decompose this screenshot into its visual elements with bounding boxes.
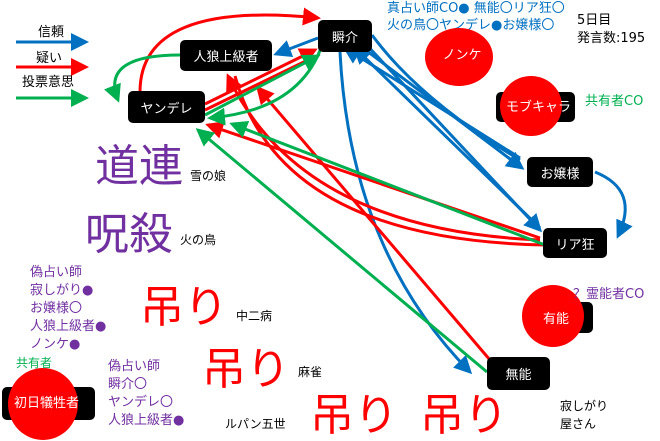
trust-arrow: [273, 36, 319, 58]
fake-seer-2-result: 瞬介〇: [108, 377, 148, 392]
fake-seer-2-result: 人狼上級者●: [108, 413, 185, 428]
doubt-arrow: [205, 121, 541, 240]
fake-seer-1-result: 人狼上級者●: [30, 319, 107, 334]
fake-seer-2-results: 偽占い師 瞬介〇 ヤンデレ〇 人狼上級者●: [108, 358, 184, 430]
vote-arrow: [104, 53, 181, 103]
dead-sabishigari-2: 屋さん: [560, 417, 597, 431]
fake-seer-1-result: ノンケ●: [30, 337, 81, 352]
vote-arrow: [204, 54, 321, 117]
fake-seer-1-result: 寂しがり●: [30, 283, 94, 298]
blood-splatter: [500, 76, 562, 136]
doubt-arrow: [233, 75, 546, 247]
fake-seer-1-result: お嬢様〇: [30, 301, 83, 316]
seer-result-line-1: 真占い師CO● 無能〇リア狂〇: [387, 1, 565, 16]
jusatsu-label: 呪殺: [85, 209, 173, 260]
vote-arrow: [229, 121, 546, 247]
hang-label: 吊り: [310, 390, 398, 441]
trust-arrow: [338, 51, 473, 375]
legend-vote-label: 投票意思: [22, 75, 75, 90]
fake-seer-1-results: 偽占い師 寂しがり● お嬢様〇 人狼上級者● ノンケ●: [30, 264, 106, 354]
dead-hinotori: 火の鳥: [180, 233, 217, 247]
trust-arrow: [360, 38, 543, 233]
node-werewolf-senior[interactable]: 人狼上級者: [180, 40, 272, 71]
blood-splatter: [425, 28, 493, 86]
legend-trust-label: 信頼: [38, 25, 65, 40]
fake-seer-1-title: 偽占い師: [30, 265, 83, 280]
blood-splatter: [8, 368, 78, 440]
node-first-victim[interactable]: 初日犠牲者: [14, 396, 80, 411]
doubt-arrow: [204, 48, 318, 106]
node-shunsuke[interactable]: 瞬介: [318, 20, 372, 52]
trust-arrow: [370, 34, 521, 162]
hang-label: 吊り: [140, 282, 228, 333]
seer-result-line-2: 火の鳥〇ヤンデレ●お嬢様〇: [387, 18, 555, 33]
day-counter: 5日目: [577, 13, 612, 28]
vote-arrow: [195, 128, 488, 374]
first-victim-role: 共有者: [16, 356, 53, 370]
dead-sabishigari-1: 寂しがり: [560, 399, 609, 413]
michizure-label: 道連: [95, 141, 183, 192]
doubt-arrow: [138, 7, 321, 93]
trust-arrow: [594, 170, 633, 239]
node-yandere[interactable]: ヤンデレ: [128, 91, 205, 123]
dead-lupin: ルパン五世: [225, 417, 286, 431]
post-count: 発言数:195: [577, 31, 646, 46]
node-ojousama[interactable]: お嬢様: [527, 157, 593, 187]
node-nonke[interactable]: ノンケ: [442, 47, 482, 63]
yuunou-co-annotation: ？霊能者CO: [573, 287, 645, 302]
hang-label: 吊り: [202, 344, 290, 395]
node-munou[interactable]: 無能: [487, 357, 550, 390]
vote-arrow: [207, 44, 324, 126]
mob-co-annotation: 共有者CO: [585, 94, 644, 109]
legend-doubt-label: 疑い: [36, 51, 63, 66]
fake-seer-2-title: 偽占い師: [108, 359, 161, 374]
node-yuunou[interactable]: 有能: [543, 312, 570, 327]
dead-chuuni: 中二病: [236, 309, 273, 323]
blood-splatter: [522, 285, 584, 347]
node-riajuu[interactable]: リア狂: [543, 228, 607, 258]
node-mob-label-overlay[interactable]: モブキャラ: [506, 100, 572, 115]
fake-seer-2-result: ヤンデレ〇: [108, 395, 174, 410]
doubt-arrow: [256, 85, 492, 361]
dead-yuki: 雪の娘: [190, 169, 227, 183]
dead-mahjong: 麻雀: [298, 365, 323, 379]
hang-label: 吊り: [420, 390, 508, 441]
doubt-arrow: [204, 56, 313, 112]
